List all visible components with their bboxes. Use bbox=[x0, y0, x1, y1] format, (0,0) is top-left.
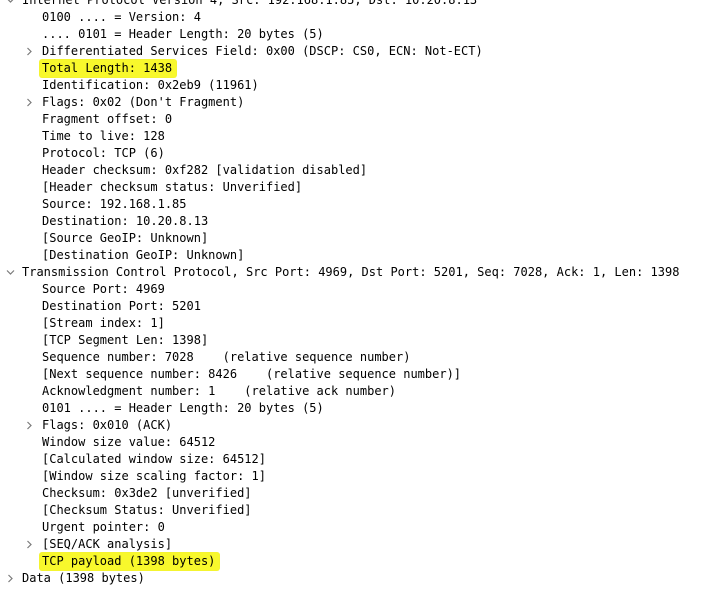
tree-row-label: Source: 192.168.1.85 bbox=[42, 197, 187, 211]
tree-row-label: [Header checksum status: Unverified] bbox=[42, 180, 303, 194]
tree-field-row[interactable]: Destination: 10.20.8.13 bbox=[0, 213, 727, 230]
tree-field-row[interactable]: [Source GeoIP: Unknown] bbox=[0, 230, 727, 247]
tree-row-label: Destination Port: 5201 bbox=[42, 299, 201, 313]
tree-field-row[interactable]: [Next sequence number: 8426 (relative se… bbox=[0, 366, 727, 383]
tree-field-row[interactable]: [Destination GeoIP: Unknown] bbox=[0, 247, 727, 264]
tree-row-label: Differentiated Services Field: 0x00 (DSC… bbox=[42, 44, 483, 58]
tree-section-row[interactable]: Internet Protocol Version 4, Src: 192.16… bbox=[0, 0, 727, 9]
tree-row-label: Flags: 0x010 (ACK) bbox=[42, 418, 173, 432]
chevron-down-icon[interactable] bbox=[3, 264, 17, 281]
tree-field-row[interactable]: Header checksum: 0xf282 [validation disa… bbox=[0, 162, 727, 179]
tree-field-row[interactable]: TCP payload (1398 bytes) bbox=[0, 553, 727, 570]
tree-row-label: [Calculated window size: 64512] bbox=[42, 452, 266, 466]
tree-row-label: Data (1398 bytes) bbox=[22, 571, 145, 585]
tree-field-row[interactable]: [Stream index: 1] bbox=[0, 315, 727, 332]
tree-field-row[interactable]: [Window size scaling factor: 1] bbox=[0, 468, 727, 485]
tree-field-row[interactable]: [Calculated window size: 64512] bbox=[0, 451, 727, 468]
tree-row-label: [Checksum Status: Unverified] bbox=[42, 503, 252, 517]
tree-field-row[interactable]: [Checksum Status: Unverified] bbox=[0, 502, 727, 519]
tree-row-label: [Next sequence number: 8426 (relative se… bbox=[42, 367, 462, 381]
tree-row-label: [Stream index: 1] bbox=[42, 316, 165, 330]
tree-field-row[interactable]: Window size value: 64512 bbox=[0, 434, 727, 451]
tree-row-label: Header checksum: 0xf282 [validation disa… bbox=[42, 163, 368, 177]
tree-field-row[interactable]: Identification: 0x2eb9 (11961) bbox=[0, 77, 727, 94]
tree-row-label: .... 0101 = Header Length: 20 bytes (5) bbox=[42, 27, 324, 41]
tree-field-row[interactable]: [TCP Segment Len: 1398] bbox=[0, 332, 727, 349]
tree-field-row[interactable]: Total Length: 1438 bbox=[0, 60, 727, 77]
highlighted-field-label: TCP payload (1398 bytes) bbox=[40, 553, 220, 570]
tree-row-label: Fragment offset: 0 bbox=[42, 112, 173, 126]
tree-field-row[interactable]: 0101 .... = Header Length: 20 bytes (5) bbox=[0, 400, 727, 417]
tree-field-row[interactable]: Time to live: 128 bbox=[0, 128, 727, 145]
tree-field-row[interactable]: Sequence number: 7028 (relative sequence… bbox=[0, 349, 727, 366]
chevron-right-icon[interactable] bbox=[3, 570, 17, 587]
tree-row-label: 0100 .... = Version: 4 bbox=[42, 10, 201, 24]
tree-field-row[interactable]: .... 0101 = Header Length: 20 bytes (5) bbox=[0, 26, 727, 43]
tree-field-row[interactable]: Source Port: 4969 bbox=[0, 281, 727, 298]
highlighted-field-label: Total Length: 1438 bbox=[40, 60, 177, 77]
tree-row-label: 0101 .... = Header Length: 20 bytes (5) bbox=[42, 401, 324, 415]
chevron-right-icon[interactable] bbox=[22, 94, 36, 111]
tree-field-row[interactable]: Flags: 0x02 (Don't Fragment) bbox=[0, 94, 727, 111]
tree-row-label: Flags: 0x02 (Don't Fragment) bbox=[42, 95, 245, 109]
tree-section-row[interactable]: Data (1398 bytes) bbox=[0, 570, 727, 587]
tree-row-label: Acknowledgment number: 1 (relative ack n… bbox=[42, 384, 397, 398]
chevron-right-icon[interactable] bbox=[22, 417, 36, 434]
tree-row-label: [Source GeoIP: Unknown] bbox=[42, 231, 209, 245]
tree-row-label: Checksum: 0x3de2 [unverified] bbox=[42, 486, 252, 500]
tree-field-row[interactable]: [Header checksum status: Unverified] bbox=[0, 179, 727, 196]
tree-field-row[interactable]: Destination Port: 5201 bbox=[0, 298, 727, 315]
tree-row-label: Time to live: 128 bbox=[42, 129, 165, 143]
tree-row-label: Source Port: 4969 bbox=[42, 282, 165, 296]
tree-field-row[interactable]: Checksum: 0x3de2 [unverified] bbox=[0, 485, 727, 502]
tree-row-label: Destination: 10.20.8.13 bbox=[42, 214, 209, 228]
tree-field-row[interactable]: [SEQ/ACK analysis] bbox=[0, 536, 727, 553]
tree-row-label: [Destination GeoIP: Unknown] bbox=[42, 248, 245, 262]
tree-row-label: Protocol: TCP (6) bbox=[42, 146, 165, 160]
chevron-down-icon[interactable] bbox=[3, 0, 17, 9]
tree-row-label: [Window size scaling factor: 1] bbox=[42, 469, 266, 483]
tree-field-row[interactable]: Protocol: TCP (6) bbox=[0, 145, 727, 162]
tree-row-label: Identification: 0x2eb9 (11961) bbox=[42, 78, 259, 92]
chevron-right-icon[interactable] bbox=[22, 43, 36, 60]
tree-row-label: Transmission Control Protocol, Src Port:… bbox=[22, 265, 680, 279]
tree-field-row[interactable]: Flags: 0x010 (ACK) bbox=[0, 417, 727, 434]
tree-field-row[interactable]: 0100 .... = Version: 4 bbox=[0, 9, 727, 26]
tree-field-row[interactable]: Differentiated Services Field: 0x00 (DSC… bbox=[0, 43, 727, 60]
tree-section-row[interactable]: Transmission Control Protocol, Src Port:… bbox=[0, 264, 727, 281]
tree-row-label: Window size value: 64512 bbox=[42, 435, 216, 449]
tree-row-label: Internet Protocol Version 4, Src: 192.16… bbox=[22, 0, 478, 7]
tree-row-label: Urgent pointer: 0 bbox=[42, 520, 165, 534]
chevron-right-icon[interactable] bbox=[22, 536, 36, 553]
tree-row-label: [TCP Segment Len: 1398] bbox=[42, 333, 209, 347]
tree-row-label: Sequence number: 7028 (relative sequence… bbox=[42, 350, 411, 364]
tree-field-row[interactable]: Acknowledgment number: 1 (relative ack n… bbox=[0, 383, 727, 400]
tree-field-row[interactable]: Source: 192.168.1.85 bbox=[0, 196, 727, 213]
tree-field-row[interactable]: Fragment offset: 0 bbox=[0, 111, 727, 128]
tree-field-row[interactable]: Urgent pointer: 0 bbox=[0, 519, 727, 536]
tree-row-label: [SEQ/ACK analysis] bbox=[42, 537, 173, 551]
